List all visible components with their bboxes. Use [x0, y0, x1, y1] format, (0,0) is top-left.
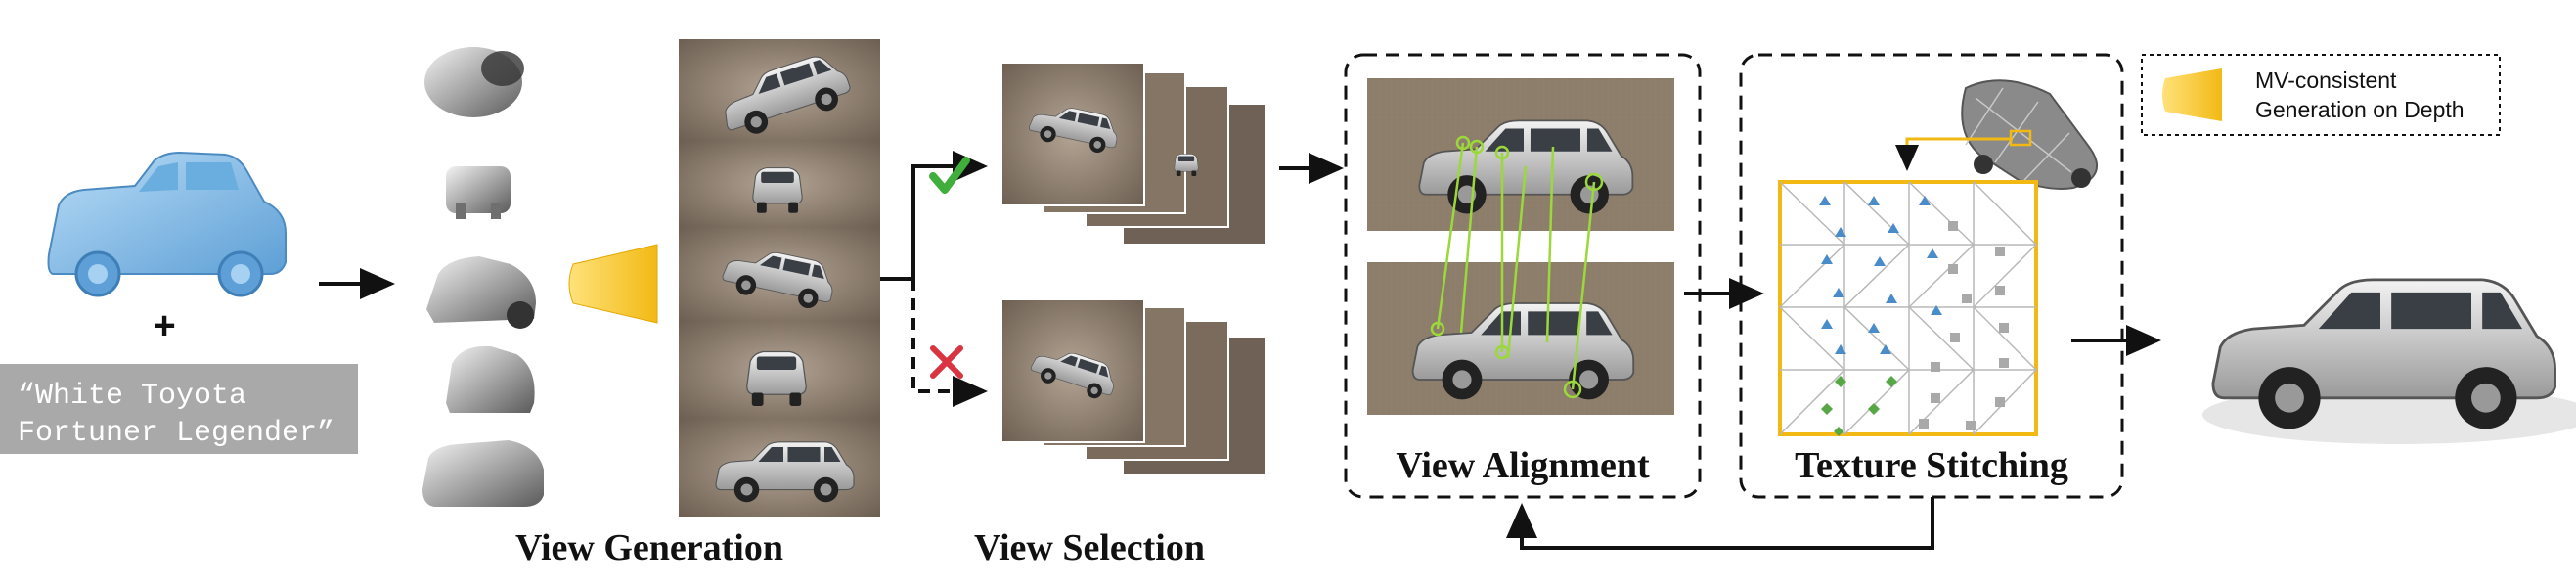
stage-label-view-generation: View Generation — [515, 527, 783, 568]
yellow-trapezoid-icon — [568, 244, 658, 324]
depth-map — [424, 47, 524, 117]
check-mark-icon — [929, 157, 970, 194]
depth-map — [422, 440, 544, 507]
uv-atlas-grid — [1778, 180, 2038, 436]
depth-map — [446, 166, 511, 219]
legend: MV-consistent Generation on Depth — [2141, 54, 2501, 136]
generated-view — [679, 227, 880, 321]
input-mesh — [47, 151, 287, 297]
depth-map-column — [422, 47, 544, 507]
blue-triangle-markers — [1819, 196, 1942, 354]
depth-map — [446, 345, 535, 413]
texture-stitching-box — [1739, 53, 2124, 499]
branch-connector — [880, 151, 988, 281]
rejected-views-stack — [1000, 298, 1266, 476]
generated-view — [679, 321, 880, 419]
green-diamond-markers — [1821, 376, 1897, 436]
generated-view — [679, 141, 880, 227]
view-alignment-box — [1344, 53, 1702, 499]
legend-trapezoid-icon — [2162, 68, 2222, 121]
correspondence-lines — [1430, 135, 1604, 399]
texture-lookup-connector — [1895, 137, 2013, 171]
prompt-line-2: Fortuner Legender” — [18, 417, 334, 450]
prompt-box — [0, 364, 358, 454]
generated-view — [679, 419, 880, 517]
depth-map — [426, 256, 536, 329]
cross-mark-icon — [930, 345, 963, 379]
alignment-view-bottom — [1367, 262, 1674, 415]
output-textured-car — [2202, 278, 2576, 444]
stage-label-view-alignment: View Alignment — [1396, 445, 1650, 486]
generated-views-strip — [679, 39, 880, 517]
prompt-line-1: “White Toyota — [18, 380, 246, 413]
stage-label-texture-stitching: Texture Stitching — [1795, 445, 2068, 486]
selected-views-stack — [1000, 62, 1266, 246]
stage-label-view-selection: View Selection — [974, 527, 1205, 568]
legend-line-1: MV-consistent — [2255, 68, 2397, 93]
legend-line-2: Generation on Depth — [2255, 97, 2465, 122]
feedback-loop-arrow — [1506, 497, 1934, 550]
gray-square-markers — [1919, 221, 2009, 430]
generated-view — [679, 39, 880, 143]
rejected-branch-connector — [911, 279, 988, 407]
plus-symbol: + — [153, 304, 175, 347]
alignment-view-top — [1367, 78, 1674, 231]
textured-mesh-top-view — [1961, 79, 2098, 190]
